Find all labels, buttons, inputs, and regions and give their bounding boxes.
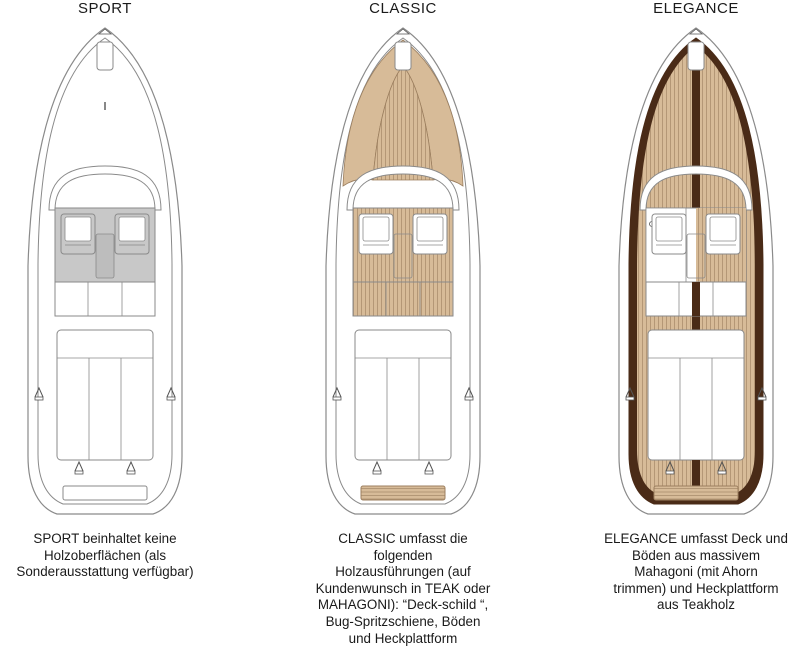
elegance-title: ELEGANCE: [653, 0, 739, 17]
caption-line: CLASSIC umfasst die: [338, 531, 468, 546]
sport-title: SPORT: [78, 0, 132, 17]
seat: [651, 213, 687, 255]
teak-deck-shield: [372, 65, 434, 181]
caption-line: und Heckplattform: [348, 630, 458, 646]
caption-line: Holzausführungen (auf: [335, 564, 471, 580]
engine-hatch: [393, 233, 413, 279]
bench-seat: [54, 281, 156, 317]
seat: [114, 213, 150, 255]
bow-hatch: [96, 41, 114, 71]
bow-fitting: [688, 28, 704, 35]
elegance-column: ELEGANCE ELEGANCE umfasst Deck und Böden…: [566, 0, 800, 652]
cleat: [34, 386, 44, 401]
center-stripe: [692, 460, 700, 494]
sport-boat-drawing: [27, 27, 183, 515]
cleat: [332, 386, 342, 401]
cleat: [424, 460, 434, 475]
cleat: [757, 386, 767, 401]
cleat: [717, 460, 727, 475]
bow-hatch: [687, 41, 705, 71]
swim-platform: [62, 485, 148, 501]
cleat: [665, 460, 675, 475]
seat: [705, 213, 741, 255]
bow-fitting: [395, 28, 411, 35]
classic-title: CLASSIC: [369, 0, 437, 17]
caption-line: Böden aus massivem: [631, 547, 760, 563]
cleat: [372, 460, 382, 475]
windscreen: [346, 165, 460, 211]
caption-line: trimmen) und Heckplattform: [613, 580, 779, 596]
caption-line: Bug-Spritzschiene, Böden: [325, 613, 481, 629]
caption-line: MAHAGONI): “Deck-schild “,: [317, 597, 489, 613]
seat: [412, 213, 448, 255]
sport-caption: SPORT beinhaltet keine Holzoberflächen (…: [0, 531, 235, 581]
seat: [358, 213, 394, 255]
sport-column: SPORT SPORT beinhaltet keine Holzoberflä…: [0, 0, 235, 652]
aft-sunpad: [354, 329, 452, 461]
windscreen: [639, 165, 753, 211]
swim-platform: [653, 485, 739, 501]
engine-hatch: [686, 233, 706, 279]
seat: [60, 213, 96, 255]
caption-line: Kundenwunsch in TEAK oder: [315, 580, 491, 596]
bow-fitting: [97, 28, 113, 35]
aft-sunpad: [647, 329, 745, 461]
classic-column: CLASSIC CLASSIC umfasst die folgenden Ho…: [273, 0, 533, 652]
elegance-caption: ELEGANCE umfasst Deck und Böden aus mass…: [566, 531, 800, 614]
classic-boat-drawing: [325, 27, 481, 515]
cleat: [74, 460, 84, 475]
caption-line: Holzoberflächen (als: [43, 547, 167, 563]
caption-line: Sonderausstattung verfügbar): [16, 564, 194, 580]
caption-line: folgenden: [373, 547, 433, 563]
elegance-boat-drawing: [618, 27, 774, 515]
aft-sunpad: [56, 329, 154, 461]
caption-line: SPORT beinhaltet keine: [33, 531, 177, 546]
cleat: [625, 386, 635, 401]
center-stripe: [692, 282, 700, 316]
bow-hatch: [394, 41, 412, 71]
cleat: [126, 460, 136, 475]
windscreen: [48, 165, 162, 211]
caption-line: aus Teakholz: [657, 597, 735, 613]
classic-caption: CLASSIC umfasst die folgenden Holzausfüh…: [273, 531, 533, 647]
engine-hatch: [95, 233, 115, 279]
cleat: [166, 386, 176, 401]
swim-platform: [360, 485, 446, 501]
caption-line: ELEGANCE umfasst Deck und: [604, 531, 788, 546]
bench-seat: [352, 281, 454, 317]
caption-line: Mahagoni (mit Ahorn: [634, 564, 758, 580]
cleat: [464, 386, 474, 401]
